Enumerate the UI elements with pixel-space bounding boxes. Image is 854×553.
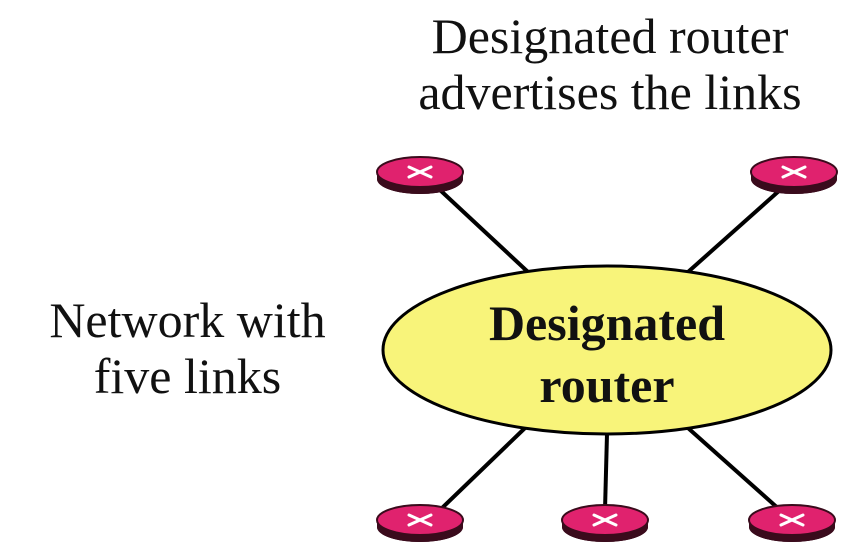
router-top-right [749, 155, 839, 196]
router-top-left [375, 155, 465, 196]
top-caption-line2: advertises the links [418, 64, 802, 120]
router-x-icon [747, 503, 837, 544]
left-caption: Network with five links [0, 292, 375, 404]
router-bottom-center [560, 503, 650, 544]
link-bottom-right [686, 426, 782, 512]
router-x-icon [375, 155, 465, 196]
router-x-icon [375, 503, 465, 544]
router-bottom-right [747, 503, 837, 544]
designated-router-label-line1: Designated [489, 295, 725, 351]
left-caption-line1: Network with [49, 292, 326, 348]
top-caption-line1: Designated router [431, 8, 789, 64]
designated-router-node [381, 264, 833, 436]
link-top-right [686, 188, 782, 274]
top-caption: Designated router advertises the links [355, 8, 854, 120]
link-bottom-left [438, 426, 527, 512]
router-x-icon [560, 503, 650, 544]
left-caption-line2: five links [93, 348, 282, 404]
router-x-icon [749, 155, 839, 196]
link-bottom-center [603, 433, 609, 511]
designated-router-label-line2: router [539, 357, 674, 413]
link-top-left [438, 188, 530, 274]
router-bottom-left [375, 503, 465, 544]
